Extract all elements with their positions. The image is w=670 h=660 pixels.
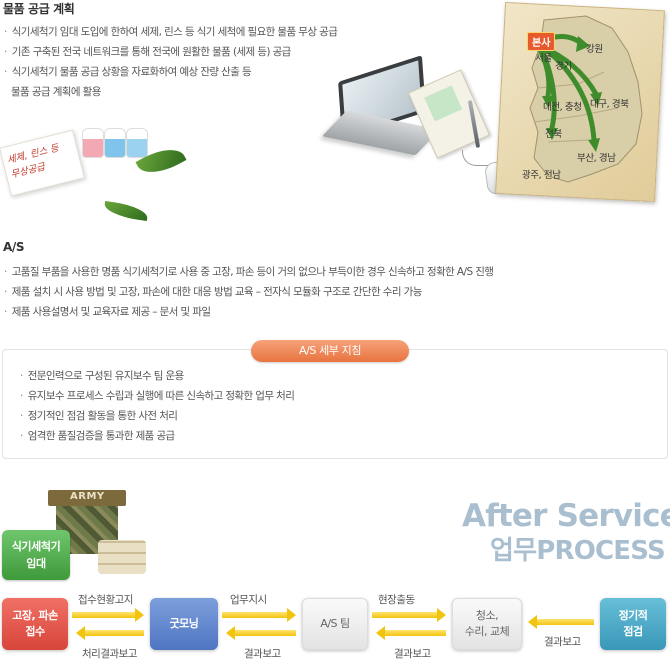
as-detail-item-3: 정기적인 점검 활동을 통한 사전 처리 [20, 406, 294, 426]
map-label-daegu: 대구, 경북 [590, 99, 629, 110]
as-detail-item-1: 전문인력으로 구성된 유지보수 팀 운용 [20, 366, 294, 386]
supply-item-1: 식기세척기 임대 도입에 한하여 세제, 린스 등 식기 세척에 필요한 물품 … [4, 22, 338, 42]
hq-badge: 본사 [527, 32, 556, 51]
map-label-gwangju: 광주, 전남 [522, 170, 561, 181]
leaf-icon [103, 201, 149, 221]
map-label-seoul: 서울 [535, 53, 552, 64]
node-as-team: A/S 팀 [302, 598, 368, 650]
army-label: ARMY [70, 491, 105, 502]
as-detail-title: A/S 세부 지침 [251, 340, 409, 362]
rental-tile: 식기세척기 임대 [2, 530, 70, 580]
map-label-gyeonggi: 경기 [555, 61, 572, 72]
supply-item-3: 식기세척기 물품 공급 상황을 자료화하여 예상 잔량 산출 등 [4, 62, 337, 82]
as-detail-list: 전문인력으로 구성된 유지보수 팀 운용 유지보수 프로세스 수립과 실행에 따… [20, 366, 295, 446]
map-label-busan: 부산, 경남 [577, 153, 616, 164]
label-result-2: 결과보고 [394, 648, 431, 660]
as-detail-item-2: 유지보수 프로세스 수립과 실행에 따른 신속하고 정확한 업무 처리 [20, 386, 295, 406]
arrow-left-icon [528, 615, 594, 629]
as-list: 고품질 부품을 사용한 명품 식기세척기로 사용 중 고장, 파손 등이 거의 … [4, 262, 494, 322]
label-result-3: 결과보고 [544, 636, 581, 648]
as-item-1: 고품질 부품을 사용한 명품 식기세척기로 사용 중 고장, 파손 등이 거의 … [4, 262, 494, 282]
supply-title: 물품 공급 계획 [3, 2, 75, 16]
as-title: A/S [3, 240, 25, 254]
node-repair-line-1: 청소, [475, 609, 499, 622]
process-title-en: After Service [462, 498, 670, 534]
label-result-report: 처리결과보고 [82, 648, 137, 660]
as-item-3: 제품 사용설명서 및 교육자료 제공 – 문서 및 파일 [4, 302, 493, 322]
as-item-2: 제품 설치 시 사용 방법 및 고장, 파손에 대한 대응 방법 교육 – 전자… [4, 282, 493, 302]
rental-line-1: 식기세척기 [11, 540, 61, 553]
process-title-kr: 업무PROCESS [490, 536, 666, 566]
node-inspect-line-1: 정기적 [618, 609, 648, 622]
label-work-order: 업무지시 [230, 594, 267, 606]
supply-item-2: 기존 구축된 전국 네트워크를 통해 전국에 원활한 물품 (세제 등) 공급 [4, 42, 337, 62]
label-result-1: 결과보고 [244, 648, 281, 660]
arrow-left-icon [376, 626, 446, 640]
free-supply-note: 세제, 린스 등 무상공급 [0, 129, 85, 197]
node-repair: 청소, 수리, 교체 [452, 598, 522, 650]
supply-list: 식기세척기 임대 도입에 한하여 세제, 린스 등 식기 세척에 필요한 물품 … [4, 22, 338, 102]
node-report-line-1: 고장, 파손 [12, 609, 58, 622]
node-goodmorning: 굿모닝 [150, 598, 218, 650]
detergent-packs-image [82, 122, 154, 168]
map-label-gangwon: 강원 [586, 44, 603, 55]
node-report-line-2: 접수 [25, 625, 45, 638]
arrow-right-icon [72, 608, 144, 622]
label-status-report: 접수현황고지 [78, 594, 133, 606]
supply-item-4: 물품 공급 계획에 활용 [11, 86, 101, 98]
label-dispatch: 현장출동 [378, 594, 415, 606]
arrow-right-icon [372, 608, 446, 622]
arrow-left-icon [76, 626, 144, 640]
as-detail-item-4: 엄격한 품질검증을 통과한 제품 공급 [20, 426, 294, 446]
map-label-jeonbuk: 전북 [545, 129, 562, 140]
node-inspect-line-2: 점검 [623, 625, 643, 638]
map-label-daejeon: 대전, 충청 [543, 102, 582, 113]
arrow-right-icon [222, 608, 296, 622]
arrow-left-icon [226, 626, 296, 640]
rental-line-2: 임대 [26, 557, 46, 570]
sandbags-image [98, 540, 146, 574]
node-repair-line-2: 수리, 교체 [464, 625, 510, 638]
node-goodmorning-label: 굿모닝 [169, 617, 199, 630]
mouse-cable [462, 150, 502, 166]
node-as-team-label: A/S 팀 [320, 617, 350, 630]
